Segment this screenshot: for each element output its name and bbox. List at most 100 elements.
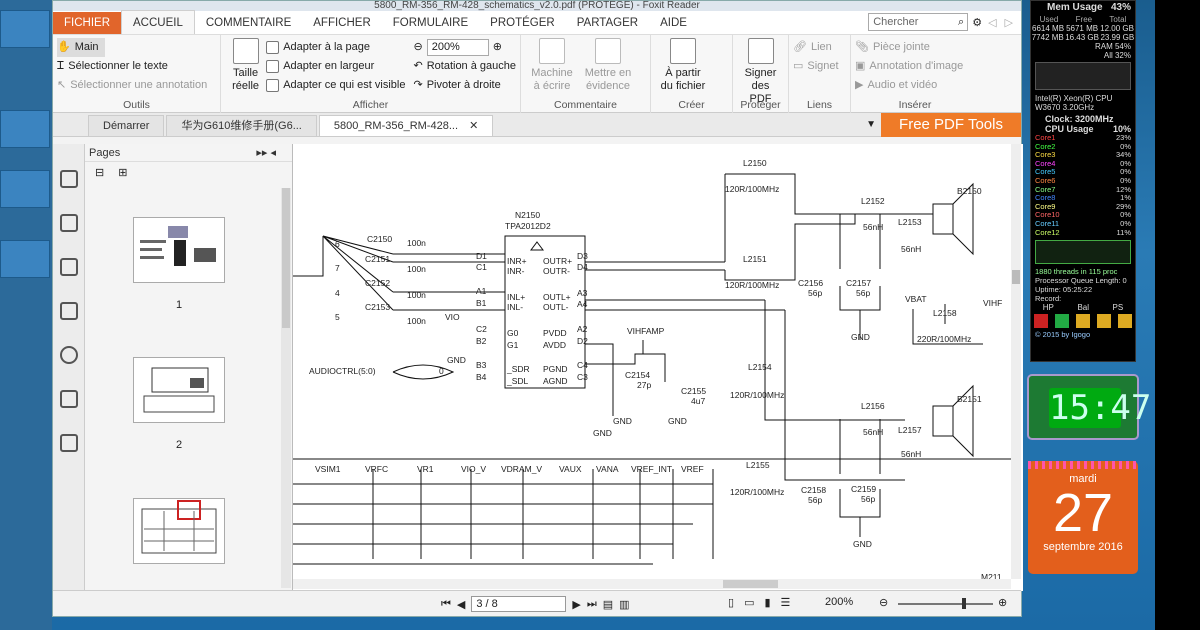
zoom-in-icon[interactable]: ⊕ xyxy=(998,597,1008,609)
tab-current-pdf[interactable]: 5800_RM-356_RM-428... ✕ xyxy=(318,115,494,136)
rotate-left-button[interactable]: ↶Rotation à gauche xyxy=(413,57,516,76)
first-page-icon[interactable]: ⏮ xyxy=(441,597,451,610)
page-thumbnail-1[interactable] xyxy=(133,217,225,283)
menu-partager[interactable]: PARTAGER xyxy=(576,17,639,29)
net-number: 6 xyxy=(335,239,340,249)
free-pdf-tools-button[interactable]: Free PDF Tools xyxy=(881,113,1021,137)
tab-demarrer[interactable]: Démarrer xyxy=(88,115,165,136)
scrollbar-thumb[interactable] xyxy=(723,580,778,588)
typewriter-button[interactable]: Machine à écrire xyxy=(528,38,576,110)
zoom-out-icon[interactable]: ⊖ xyxy=(879,597,889,609)
bookmark-button[interactable]: ▭Signet xyxy=(793,57,846,76)
link-button[interactable]: 🔗︎Lien xyxy=(793,38,846,57)
menu-fichier[interactable]: FICHIER xyxy=(53,12,121,34)
view-single-icon[interactable]: ▤ xyxy=(602,598,614,611)
menu-proteger[interactable]: PROTÉGER xyxy=(490,17,555,29)
pin-number: D3 xyxy=(577,251,588,261)
view-facing-icon[interactable]: ▥ xyxy=(619,598,630,611)
cpu-core-value: 23% xyxy=(1115,133,1131,142)
view-continuous-icon[interactable]: ▭ xyxy=(744,597,755,609)
power-icon[interactable] xyxy=(1034,314,1049,329)
page-thumbnail-3[interactable] xyxy=(133,498,225,564)
attachment-button[interactable]: 📎︎Pièce jointe xyxy=(855,38,975,57)
tool-main[interactable]: ✋Main xyxy=(57,38,105,57)
canvas-vscroll[interactable] xyxy=(1011,144,1021,579)
zoom-slider-thumb[interactable] xyxy=(962,598,966,609)
next-page-icon[interactable]: ▶ xyxy=(572,598,581,611)
component-label: VRFC xyxy=(365,464,389,474)
last-page-icon[interactable]: ⏭ xyxy=(586,597,597,610)
menu-commentaire[interactable]: COMMENTAIRE xyxy=(205,17,292,29)
highlight-button[interactable]: Mettre en évidence xyxy=(582,38,634,110)
collapse-panel-icon[interactable]: ▸▸ ◂ xyxy=(256,147,276,159)
page-thumbnail-2[interactable] xyxy=(133,357,225,423)
fit-width-icon xyxy=(266,60,280,73)
canvas-hscroll[interactable] xyxy=(293,579,1011,589)
gear-icon[interactable]: ⚙ xyxy=(972,17,983,29)
security-lock-icon[interactable] xyxy=(59,390,78,408)
image-annotation-button[interactable]: ▣Annotation d'image xyxy=(855,57,975,76)
document-canvas[interactable]: N2150 TPA2012D2 INR+ INR- INL+ INL- G0 G… xyxy=(293,144,1023,591)
menu-afficher[interactable]: AFFICHER xyxy=(313,17,371,29)
menu-accueil[interactable]: ACCUEIL xyxy=(121,10,195,34)
fit-page-button[interactable]: Adapter à la page xyxy=(266,38,405,57)
zoom-in-icon[interactable]: ⊕ xyxy=(492,41,502,53)
desktop-icon[interactable] xyxy=(0,240,50,278)
pages-icon[interactable] xyxy=(59,214,78,232)
cpu-core-value: 0% xyxy=(1120,210,1131,220)
back-icon[interactable]: ◁ xyxy=(988,17,997,29)
pin-label: OUTL- xyxy=(543,302,569,312)
forward-icon[interactable]: ▷ xyxy=(1004,17,1013,29)
component-label: 100n xyxy=(407,316,426,326)
page-thumbnails-icon[interactable] xyxy=(59,170,78,188)
tool-select-annotation[interactable]: ↖Sélectionner une annotation xyxy=(57,76,216,95)
zoom-slider[interactable] xyxy=(898,598,993,609)
rotate-right-button[interactable]: ↷Pivoter à droite xyxy=(413,76,516,95)
search-box[interactable]: Chercher ⌕ xyxy=(868,13,969,31)
balance-icon[interactable] xyxy=(1075,314,1090,329)
from-file-button[interactable]: À partir du fichier xyxy=(658,38,708,93)
cpu-core-value: 29% xyxy=(1115,201,1131,211)
component-label: L2155 xyxy=(746,460,770,470)
cpu-core-value: 12% xyxy=(1115,184,1131,194)
menu-aide[interactable]: AIDE xyxy=(660,17,687,29)
tab-list-dropdown-icon[interactable]: ▼ xyxy=(866,119,876,130)
component-label: B2150 xyxy=(957,186,982,196)
menu-formulaire[interactable]: FORMULAIRE xyxy=(392,17,469,29)
attachments-icon[interactable] xyxy=(59,346,78,364)
view-page-icon[interactable]: ▯ xyxy=(728,597,735,609)
taille-reelle-button[interactable]: Taille réelle xyxy=(228,38,263,110)
leaf-icon[interactable] xyxy=(1096,314,1111,329)
close-tab-icon[interactable]: ✕ xyxy=(469,120,479,132)
view-two-page-icon[interactable]: ▮ xyxy=(764,597,771,609)
prev-page-icon[interactable]: ◀ xyxy=(456,598,466,611)
component-label: VSIM1 xyxy=(315,464,341,474)
search-icon: ⌕ xyxy=(958,16,965,28)
desktop-icon[interactable] xyxy=(0,170,50,208)
signature-icon[interactable] xyxy=(59,434,78,452)
component-label: 120R/100MHz xyxy=(730,487,785,497)
tab-huawei-manual[interactable]: 华为G610维修手册(G6... xyxy=(166,115,317,136)
zoom-select[interactable]: 200% xyxy=(426,39,489,56)
zoom-out-icon[interactable]: ⊖ xyxy=(413,41,423,53)
audio-video-button[interactable]: ▶Audio et vidéo xyxy=(855,76,975,95)
scrollbar-thumb[interactable] xyxy=(1012,270,1020,284)
pages-scrollbar[interactable] xyxy=(281,188,291,588)
thumb-zoom-in-icon[interactable]: ⊞ xyxy=(118,167,128,179)
page-number-input[interactable]: 3 / 8 xyxy=(471,596,567,612)
comments-icon[interactable] xyxy=(59,302,78,320)
battery-icon[interactable] xyxy=(1117,314,1132,329)
recycle-icon[interactable] xyxy=(1055,314,1070,329)
sign-pdf-button[interactable]: Signer des PDF xyxy=(740,38,781,106)
scrollbar-thumb[interactable] xyxy=(282,188,290,328)
zoom-level[interactable]: 200% xyxy=(825,596,854,608)
view-scroll-icon[interactable]: ☰ xyxy=(780,597,791,609)
desktop-icon[interactable] xyxy=(0,110,50,148)
desktop-icon[interactable] xyxy=(0,10,50,48)
fit-width-button[interactable]: Adapter en largeur xyxy=(266,57,405,76)
layers-icon[interactable] xyxy=(59,258,78,276)
thumb-zoom-out-icon[interactable]: ⊟ xyxy=(95,167,105,179)
fit-visible-button[interactable]: Adapter ce qui est visible xyxy=(266,76,405,95)
